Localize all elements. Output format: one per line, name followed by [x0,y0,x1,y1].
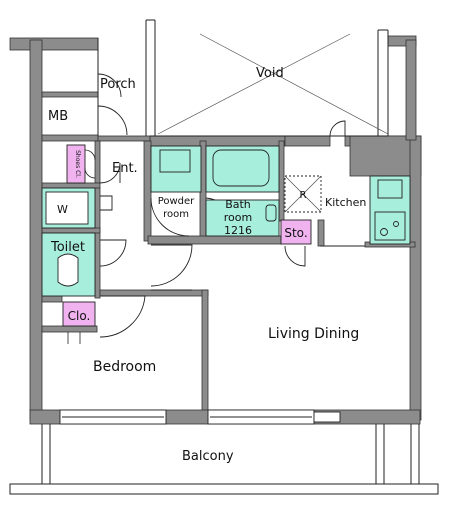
closets [62,144,312,327]
label-bath-line1: Bath [225,198,251,211]
kitchen-counter [369,175,411,245]
closet-doors [67,149,96,344]
void-cross [157,33,389,135]
door-powder [150,244,193,287]
wall-bath-bottom [147,235,283,245]
bathtub [212,149,270,187]
label-shoes-closet: Shoes Cl. [74,150,81,178]
wall-closet-top-left [41,295,63,303]
wall-top-left-cap [9,37,99,51]
label-bath-size: 1216 [224,224,252,237]
door-bedroom [99,295,146,338]
label-bedroom: Bedroom [93,359,156,375]
label-mb: MB [48,109,68,124]
label-void: Void [256,66,284,81]
door-mb [97,105,128,136]
shoes-closet [66,144,86,184]
label-powder-line1: Powder [158,196,195,207]
wall-toilet-right [94,187,101,299]
label-closet: Clo. [68,309,91,323]
wall-right-outer [409,135,422,421]
label-storage: Sto. [284,226,307,240]
door-storage [284,245,306,267]
wall-bedroom-top [99,289,209,297]
label-porch: Porch [100,77,136,92]
storage-closet [280,219,312,245]
powder-sink [159,149,191,173]
door-kitchen [329,120,346,137]
wall-mb-bottom [41,134,99,142]
toilet-icon [57,253,79,287]
wall-entrance-top [97,135,151,142]
wall-washer-top [41,182,101,189]
void-and-porch-lines [97,19,389,137]
wall-entrance-left [94,140,101,184]
wall-bath-top [149,135,286,147]
label-refrigerator: R [300,190,307,201]
label-entrance: Ent. [112,161,138,176]
door-porch [97,73,122,98]
bath-faucet-icon [265,204,277,222]
wall-porch-mb [41,91,99,98]
label-kitchen: Kitchen [325,196,366,209]
kitchen-sink [377,179,403,199]
label-bath-line2: room [224,211,252,224]
windows [59,409,341,425]
label-living-dining: Living Dining [268,326,359,342]
wall-closet-bottom [41,325,98,333]
wall-left-outer [29,39,43,421]
wall-bedroom-right [201,289,209,411]
window-small [313,411,341,423]
label-washer: W [57,203,68,216]
refrigerator-space [284,175,322,213]
balcony-rail [9,483,439,495]
powder-vanity [150,145,202,193]
wall-toilet-top [41,227,101,234]
wall-bath-kitchen [278,140,285,222]
bathtub-area [205,145,280,193]
bedroom-closet [62,301,96,327]
stove-icon [374,211,406,241]
balcony [9,424,439,495]
label-balcony: Balcony [182,449,234,464]
wall-storage-right [317,219,325,247]
fixtures [41,145,411,297]
wall-powder-left [143,140,152,242]
wall-top-right-post [405,39,417,141]
door-toilet [99,239,127,267]
label-toilet: Toilet [50,240,85,255]
wall-kitchen-top-left [284,135,331,147]
washer [45,191,89,225]
door-powder-inner [150,197,190,237]
label-powder-line2: room [163,209,189,220]
